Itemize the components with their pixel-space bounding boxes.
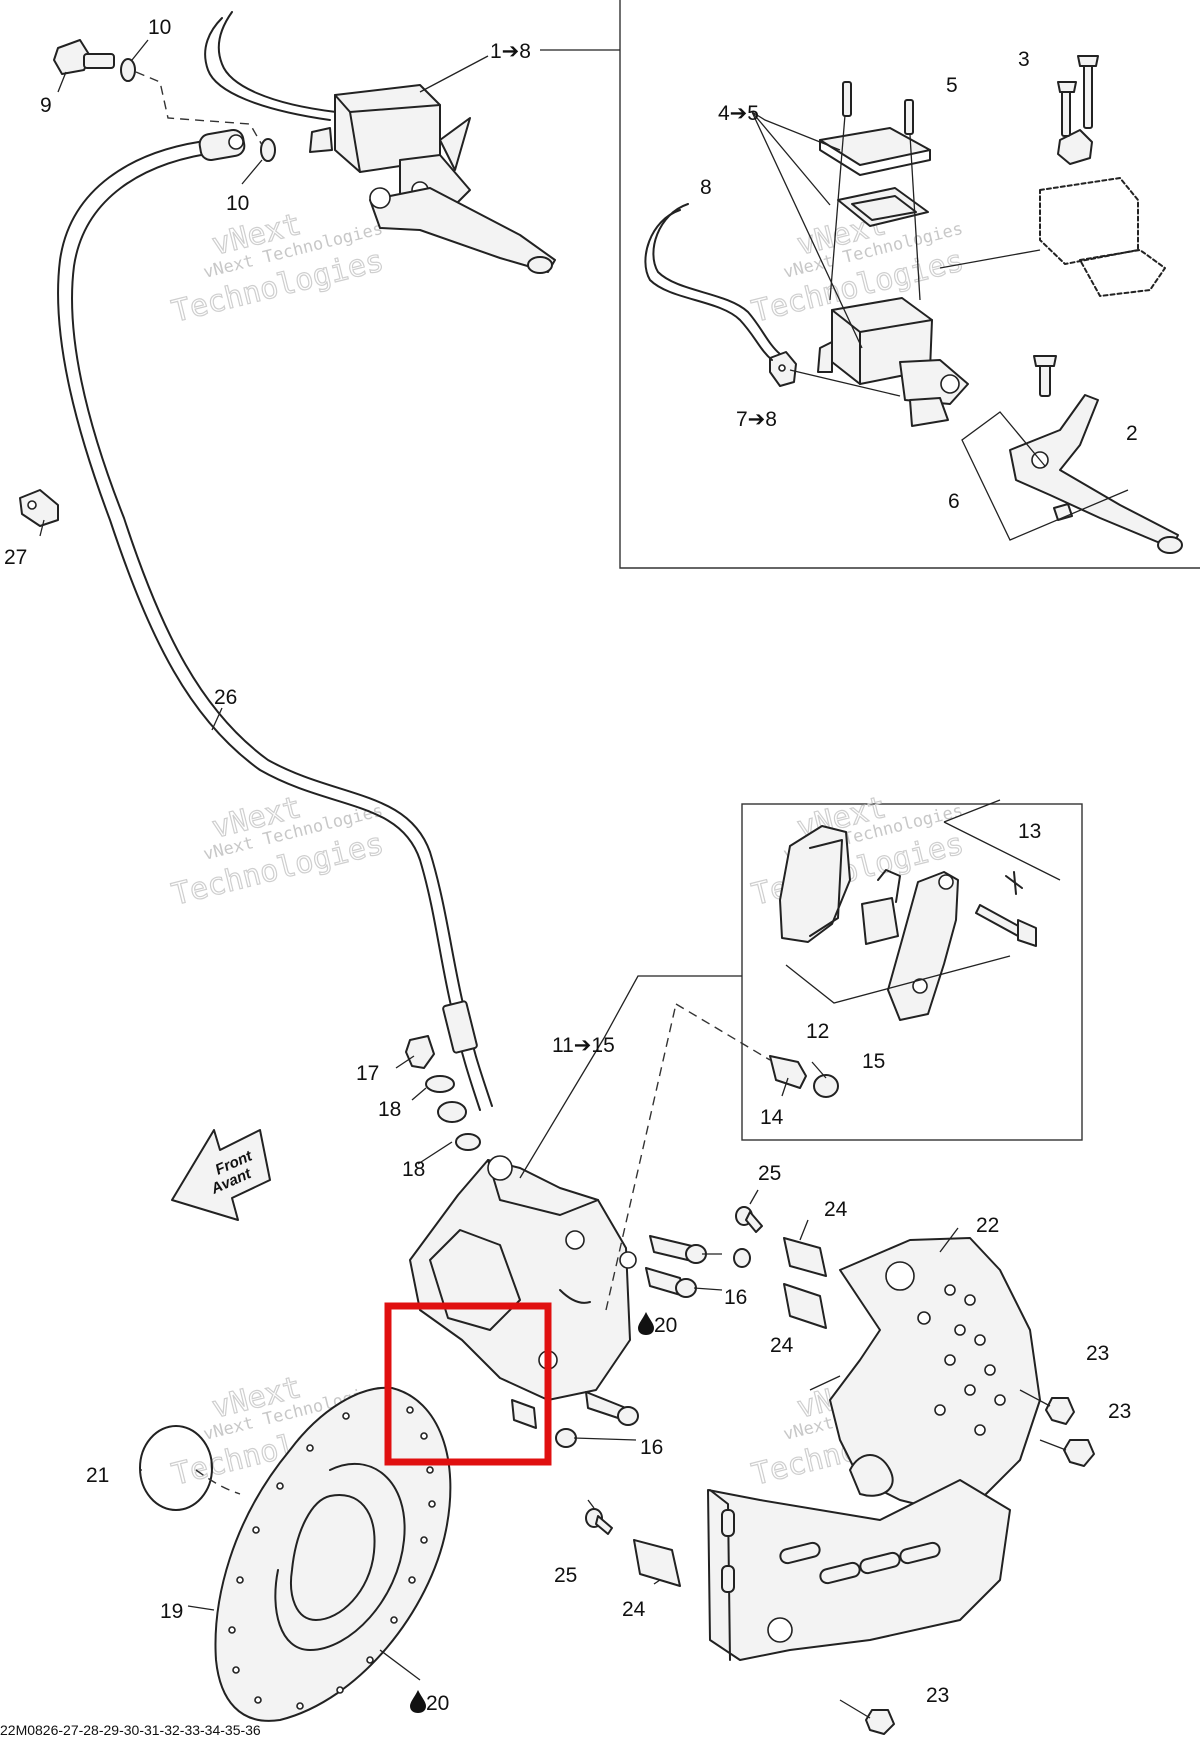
callout-6: 6	[948, 490, 960, 513]
callout-27: 27	[4, 546, 27, 569]
callout-2: 2	[1126, 422, 1138, 445]
watermark-top-left: vNext vNext Technologies Technologies	[168, 206, 388, 330]
callout-15: 15	[862, 1050, 885, 1073]
callout-24-upper: 24	[824, 1198, 848, 1221]
bleeder-to-caliper-line	[675, 1003, 771, 1061]
banjo-bolt	[53, 39, 115, 75]
callout-23-lower: 23	[926, 1684, 949, 1707]
brake-pad-inset-frame	[741, 803, 1083, 1141]
lubricant-drop-icon	[410, 1690, 426, 1713]
callout-26: 26	[214, 686, 237, 709]
callout-17: 17	[356, 1062, 379, 1085]
callout-8: 8	[700, 176, 712, 199]
caliper-pins-lower	[511, 1391, 639, 1448]
callout-1-8: 1➔8	[490, 40, 531, 63]
lubricant-drop-icon	[638, 1312, 654, 1335]
callout-16-lower: 16	[640, 1436, 663, 1459]
disc-guard	[707, 1237, 1041, 1661]
callout-13: 13	[1018, 820, 1041, 843]
callout-18-upper: 18	[378, 1098, 401, 1121]
bolt-alignment-line	[135, 71, 263, 146]
callout-21: 21	[86, 1464, 109, 1487]
callout-10-lower: 10	[226, 192, 249, 215]
guard-bolts	[839, 1389, 1095, 1735]
callout-24-lower: 24	[622, 1598, 646, 1621]
callout-11-15: 11➔15	[552, 1034, 615, 1057]
brake-disc	[214, 1386, 452, 1722]
spacers-and-bolts-upper	[733, 1206, 827, 1329]
front-direction-arrow: Front Avant	[171, 1129, 271, 1221]
callout-18-lower: 18	[402, 1158, 425, 1181]
hose-banjo-fitting	[198, 128, 246, 162]
highlight-box	[384, 1302, 552, 1466]
callout-20-disc: 20	[426, 1692, 449, 1715]
callout-12: 12	[806, 1020, 829, 1043]
callout-7-8: 7➔8	[736, 408, 777, 431]
inset-brake-pads	[769, 799, 1061, 1098]
callout-16-upper: 16	[724, 1286, 747, 1309]
sealing-washer-lower	[260, 138, 276, 162]
callout-25-upper: 25	[758, 1162, 781, 1185]
callout-leaders	[39, 39, 959, 1681]
hose-clip	[19, 489, 59, 527]
callout-24-middle: 24	[770, 1334, 794, 1357]
callout-19: 19	[160, 1600, 183, 1623]
callout-10-upper: 10	[148, 16, 171, 39]
callout-23-middle: 23	[1108, 1400, 1131, 1423]
callout-20-caliper: 20	[654, 1314, 677, 1337]
caliper-banjo-bolt	[405, 1035, 481, 1151]
brake-caliper	[409, 1155, 637, 1401]
master-cylinder	[309, 84, 556, 274]
o-ring-alignment-arrow	[195, 1469, 241, 1495]
inset-master-cylinder-exploded	[644, 55, 1183, 554]
watermark-middle-left: vNext vNext Technologies Technologies	[168, 789, 388, 913]
drawing-code: 22M0826-27-28-29-30-31-32-33-34-35-36	[0, 1722, 261, 1738]
spacers-and-bolts-lower	[585, 1508, 681, 1587]
brake-hose	[57, 139, 493, 1111]
caliper-to-pad-line	[605, 1003, 677, 1311]
callout-3: 3	[1018, 48, 1030, 71]
master-cylinder-inset-frame	[619, 0, 1200, 569]
sealing-washer-upper	[120, 58, 136, 82]
callout-9: 9	[40, 94, 52, 117]
callout-25-lower: 25	[554, 1564, 577, 1587]
callout-labels: 1➔8 2 3 4➔5 5 6 7➔8 8 9 10 10 11➔15 12 1…	[4, 16, 1138, 1715]
callout-22: 22	[976, 1214, 999, 1237]
brake-switch-wire	[204, 17, 331, 121]
callout-4-5: 4➔5	[718, 102, 759, 125]
callout-5: 5	[946, 74, 958, 97]
callout-23-upper: 23	[1086, 1342, 1109, 1365]
callout-14: 14	[760, 1106, 784, 1129]
o-ring	[139, 1425, 213, 1511]
